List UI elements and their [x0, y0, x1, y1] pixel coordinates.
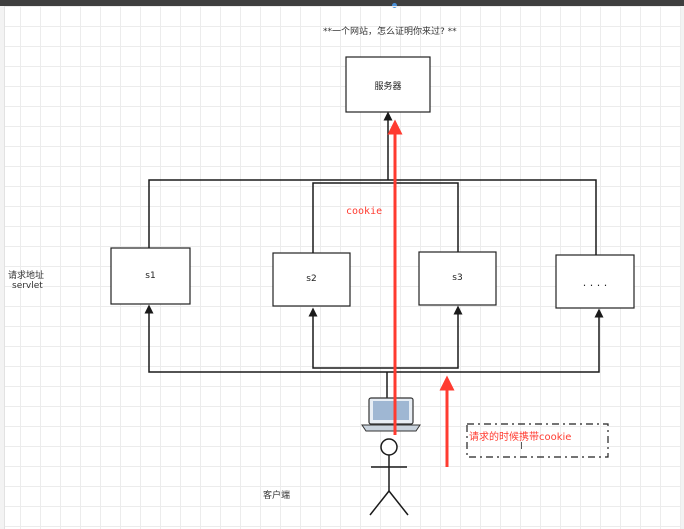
- connector-s2-s3-top: [312, 182, 459, 253]
- connector-s1-top: [148, 179, 597, 255]
- connector-s1-bottom: [144, 304, 604, 373]
- servlet-label: servlet: [12, 281, 43, 291]
- client-label: 客户端: [263, 491, 291, 501]
- node-label-s2: s2: [306, 274, 317, 284]
- upper-connectors: [148, 111, 597, 255]
- red-annotations: [387, 119, 455, 467]
- cookie-label: cookie: [346, 206, 383, 217]
- node-label-s3: s3: [452, 273, 463, 283]
- connector-s2-s3-bottom: [308, 305, 463, 369]
- ruler-marker-icon: [392, 3, 397, 8]
- right-scroll-edge: [681, 6, 684, 529]
- diagram-title: **一个网站，怎么证明你来过? **: [323, 27, 457, 37]
- text-cursor-icon: I: [520, 441, 523, 452]
- node-box-s1[interactable]: [110, 247, 191, 305]
- left-scroll-edge: [0, 6, 5, 529]
- laptop-icon: [361, 397, 421, 432]
- carry-cookie-label: 请求的时候携带cookie: [469, 432, 572, 443]
- node-label-more: . . . .: [582, 276, 608, 289]
- server-box[interactable]: [345, 56, 431, 113]
- client-stick-figure-icon: [369, 438, 409, 516]
- annotation-dashed-box: [466, 423, 609, 458]
- request-address-label: 请求地址: [8, 271, 45, 281]
- lower-connectors: [144, 304, 604, 398]
- node-label-s1: s1: [145, 271, 156, 281]
- server-label: 服务器: [374, 82, 402, 92]
- window-top-bar: [0, 0, 684, 8]
